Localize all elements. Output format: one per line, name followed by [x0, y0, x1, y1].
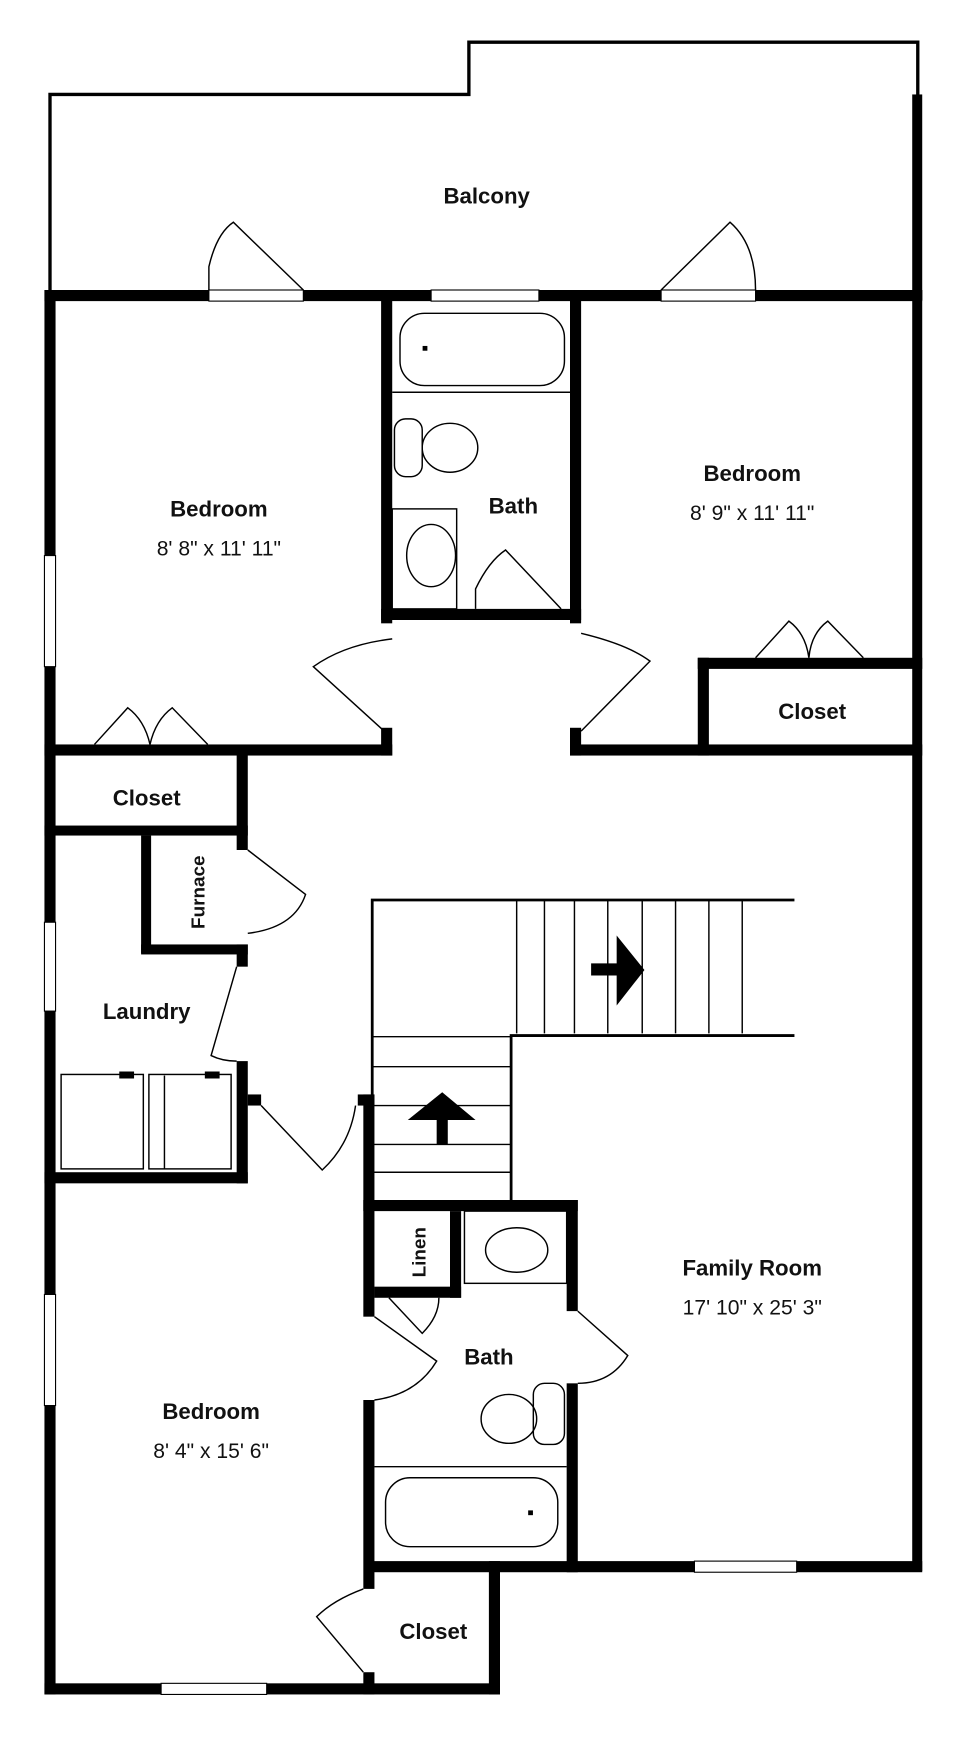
bathtub-lower: [384, 1477, 559, 1548]
toilet-lower: [532, 1382, 566, 1446]
room-label-linen: Linen: [410, 1227, 431, 1277]
room-label-family-room: Family Room: [682, 1256, 822, 1281]
windows: [43, 289, 798, 1695]
stair-arrow-up-icon: [407, 1092, 476, 1145]
room-label-closet-w: Closet: [113, 786, 182, 811]
room-size-bedroom-ne: 8' 9" x 11' 11": [690, 502, 814, 525]
doors: [93, 221, 864, 1673]
room-label-bath-lower: Bath: [464, 1344, 513, 1369]
room-size-bedroom-sw: 8' 4" x 15' 6": [153, 1440, 269, 1463]
room-label-bath-upper: Bath: [489, 493, 538, 518]
balcony-railing: [48, 40, 920, 295]
room-label-bedroom-ne: Bedroom: [703, 461, 801, 486]
room-label-bedroom-nw: Bedroom: [170, 497, 268, 522]
room-label-bedroom-sw: Bedroom: [162, 1399, 260, 1424]
dryer: [148, 1073, 232, 1170]
fixtures: [60, 312, 570, 1548]
bathtub-upper: [399, 312, 566, 387]
staircase: [370, 898, 795, 1200]
room-size-bedroom-nw: 8' 8" x 11' 11": [157, 538, 281, 561]
room-size-family-room: 17' 10" x 25' 3": [683, 1296, 822, 1319]
sink-lower: [463, 1210, 568, 1285]
room-label-closet-ne: Closet: [778, 699, 847, 724]
toilet-upper: [393, 418, 423, 478]
room-label-closet-s: Closet: [399, 1619, 468, 1644]
stair-arrow-right-icon: [591, 935, 645, 1006]
room-label-laundry: Laundry: [103, 999, 191, 1024]
room-label-furnace: Furnace: [188, 856, 209, 929]
washer: [60, 1073, 145, 1170]
sink-upper: [391, 508, 458, 610]
room-label-balcony: Balcony: [443, 183, 530, 208]
